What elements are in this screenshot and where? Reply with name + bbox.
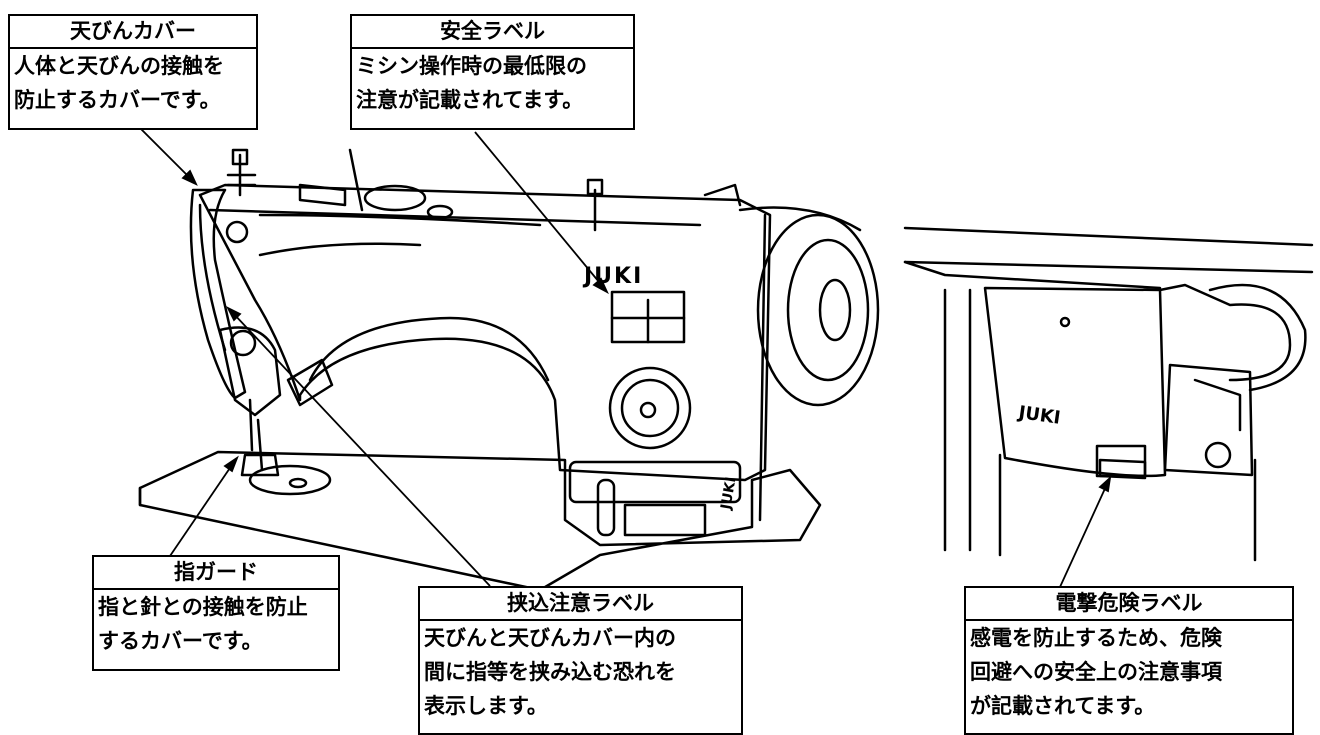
- callout-line: 間に指等を挟み込む恐れを: [424, 660, 676, 684]
- callout-line: 表示します。: [424, 694, 548, 718]
- callout-line: 人体と天びんの接触を: [14, 54, 224, 78]
- brand-logo-motor: JUKI: [1015, 402, 1061, 429]
- callout-line: 回避への安全上の注意事項: [970, 660, 1222, 684]
- leader-safety-label: [474, 131, 605, 289]
- callout-line: が記載されてます。: [970, 694, 1156, 718]
- callout-pinch-caution-label: 挟込注意ラベル 天びんと天びんカバー内の 間に指等を挟み込む恐れを 表示します。: [418, 586, 743, 735]
- callout-body: 天びんと天びんカバー内の 間に指等を挟み込む恐れを 表示します。: [420, 621, 741, 723]
- brand-logo-arm: JUKI: [582, 264, 643, 289]
- callout-title: 挟込注意ラベル: [420, 588, 741, 621]
- callout-line: ミシン操作時の最低限の: [356, 54, 587, 78]
- take-up-cover: [189, 188, 247, 400]
- callout-electric-shock-label: 電撃危険ラベル 感電を防止するため、危険 回避への安全上の注意事項 が記載されて…: [964, 586, 1294, 735]
- callout-line: 天びんと天びんカバー内の: [424, 626, 676, 650]
- callout-title: 安全ラベル: [352, 16, 633, 49]
- callout-finger-guard: 指ガード 指と針との接触を防止 するカバーです。: [92, 555, 340, 671]
- callout-title: 指ガード: [94, 557, 338, 590]
- callout-safety-label: 安全ラベル ミシン操作時の最低限の 注意が記載されてます。: [350, 14, 635, 130]
- callout-thread-take-up-cover: 天びんカバー 人体と天びんの接触を 防止するカバーです。: [8, 14, 258, 130]
- electric-shock-label-mark: [1095, 444, 1147, 478]
- callout-body: 指と針との接触を防止 するカバーです。: [94, 590, 338, 658]
- leader-finger-guard: [169, 461, 235, 557]
- table-edge: [903, 226, 1314, 274]
- callout-title: 天びんカバー: [10, 16, 256, 49]
- leader-electric-shock-label: [1059, 481, 1109, 588]
- handwheel: [756, 213, 880, 407]
- callout-body: ミシン操作時の最低限の 注意が記載されてます。: [352, 49, 633, 117]
- callout-line: するカバーです。: [98, 629, 263, 653]
- brand-logo-base: JUKI: [718, 476, 740, 512]
- motor-housing: [983, 286, 1167, 478]
- leader-pinch-label: [231, 311, 491, 587]
- machine-arm: [198, 183, 772, 482]
- callout-line: 防止するカバーです。: [14, 88, 221, 112]
- callout-body: 感電を防止するため、危険 回避への安全上の注意事項 が記載されてます。: [966, 621, 1292, 723]
- callout-body: 人体と天びんの接触を 防止するカバーです。: [10, 49, 256, 117]
- callout-line: 指と針との接触を防止: [98, 595, 308, 619]
- callout-title: 電撃危険ラベル: [966, 588, 1292, 621]
- callout-line: 感電を防止するため、危険: [970, 626, 1222, 650]
- stitch-dial: [608, 366, 692, 450]
- callout-line: 注意が記載されてます。: [356, 88, 584, 112]
